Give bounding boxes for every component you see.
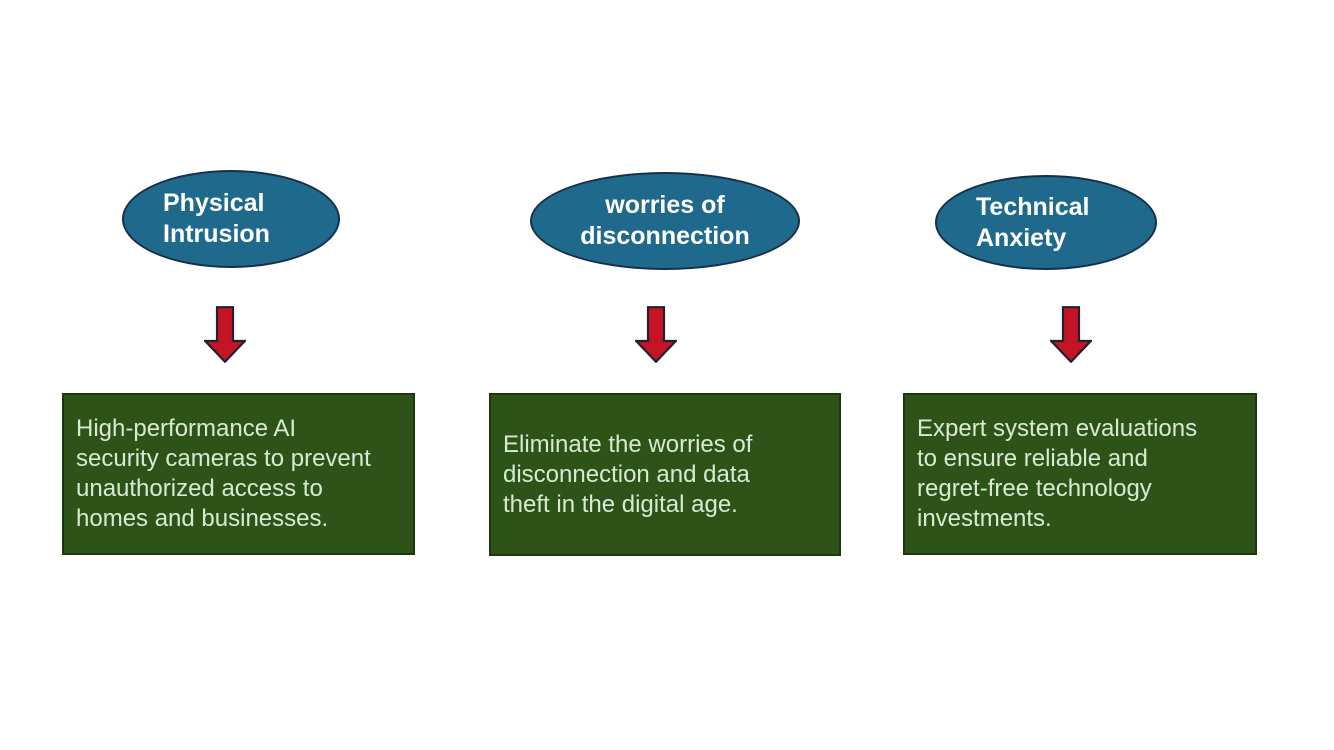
topic-bubble-physical-intrusion: Physical Intrusion xyxy=(122,170,340,268)
solution-box-worries-of-disconnection: Eliminate the worries of disconnection a… xyxy=(489,393,841,556)
down-arrow-icon xyxy=(204,306,246,363)
down-arrow-icon xyxy=(635,306,677,363)
topic-bubble-technical-anxiety: Technical Anxiety xyxy=(935,175,1157,270)
solution-text: Expert system evaluations to ensure reli… xyxy=(917,415,1198,532)
solution-text: High-performance AI security cameras to … xyxy=(76,415,371,532)
solution-box-physical-intrusion: High-performance AI security cameras to … xyxy=(62,393,415,555)
bubble-label: worries of disconnection xyxy=(580,191,750,250)
down-arrow-icon xyxy=(1050,306,1092,363)
topic-bubble-worries-of-disconnection: worries of disconnection xyxy=(530,172,800,270)
solution-box-technical-anxiety: Expert system evaluations to ensure reli… xyxy=(903,393,1257,555)
solution-text: Eliminate the worries of disconnection a… xyxy=(503,430,753,518)
bubble-label: Technical Anxiety xyxy=(976,192,1090,252)
bubble-label: Physical Intrusion xyxy=(163,189,270,248)
